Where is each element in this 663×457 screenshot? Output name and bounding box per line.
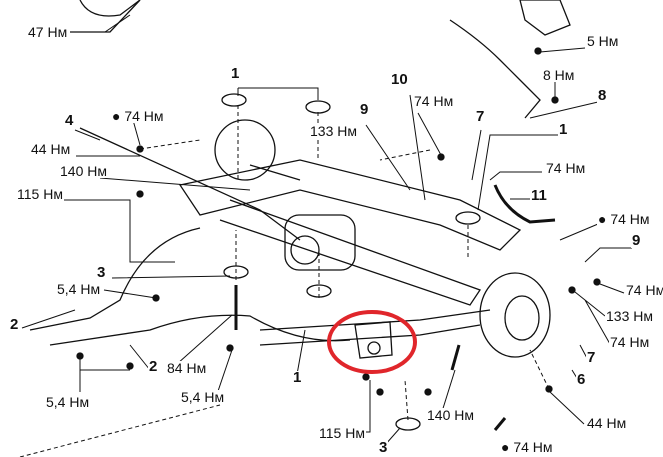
parking-brake-cable-1	[29, 227, 201, 331]
torque-label: 140 Нм	[59, 163, 108, 179]
part-number: 10	[390, 71, 409, 88]
part-number: 2	[148, 358, 159, 375]
sway-bar-end	[79, 0, 141, 17]
part-number: 9	[359, 101, 370, 118]
torque-label: 47 Нм	[27, 24, 69, 40]
abs-sensor-wire	[449, 19, 541, 119]
parking-brake-cable-2	[49, 314, 351, 346]
torque-label: 44 Нм	[586, 415, 628, 431]
part-number: 3	[96, 264, 107, 281]
part-number: 1	[292, 369, 303, 386]
bolts	[76, 47, 601, 396]
torque-label: 44 Нм	[30, 141, 72, 157]
torque-label: ● 74 Нм	[597, 211, 651, 227]
torque-label: ● 74 Нм	[111, 108, 165, 124]
part-number: 6	[576, 371, 587, 388]
mount-washer	[455, 211, 481, 225]
highlight-circle	[327, 310, 417, 374]
drive-shaft	[249, 164, 301, 181]
torque-label: 115 Нм	[16, 186, 64, 202]
part-number: 1	[230, 65, 241, 82]
rear-beam	[259, 309, 491, 346]
brake-disc	[479, 272, 551, 358]
torque-label: 74 Нм	[609, 334, 651, 350]
torque-label: 133 Нм	[605, 308, 654, 324]
torque-label: 74 Нм	[413, 93, 455, 109]
upper-arm	[493, 184, 556, 224]
part-number: 4	[64, 112, 75, 129]
highlighted-bushing	[354, 321, 393, 359]
subframe-crossmember	[219, 199, 482, 306]
part-number: 1	[558, 121, 569, 138]
left-hub	[214, 119, 276, 181]
differential	[284, 214, 356, 271]
part-number: 3	[378, 439, 389, 456]
torque-label: 5,4 Нм	[45, 394, 91, 410]
part-number: 8	[597, 87, 608, 104]
part-number: 7	[586, 349, 597, 366]
disc-hub	[504, 295, 540, 341]
torque-label: 5 Нм	[586, 33, 620, 49]
torque-label: 74 Нм	[545, 160, 587, 176]
diff-flange	[290, 235, 320, 265]
part-number: 7	[475, 108, 486, 125]
subframe-beam	[178, 159, 522, 251]
torque-label: 8 Нм	[542, 67, 576, 83]
torque-label: ● 74 Нм	[500, 439, 554, 455]
stabilizer-bar	[79, 127, 301, 241]
torque-label: 5,4 Нм	[56, 281, 102, 297]
part-number: 11	[530, 187, 548, 204]
leader-lines	[21, 14, 632, 446]
part-number: 9	[631, 232, 642, 249]
long-bolt	[234, 285, 507, 431]
torque-label: 84 Нм	[166, 360, 208, 376]
part-number: 2	[9, 316, 20, 333]
torque-label: 5,4 Нм	[180, 389, 226, 405]
torque-label: 74 Нм	[625, 283, 663, 297]
caliper	[519, 0, 571, 36]
mount-washer	[221, 93, 247, 107]
mount-washer	[305, 100, 331, 114]
torque-label: 115 Нм	[318, 425, 366, 441]
torque-label: 140 Нм	[426, 407, 475, 423]
torque-label: 133 Нм	[309, 123, 358, 139]
